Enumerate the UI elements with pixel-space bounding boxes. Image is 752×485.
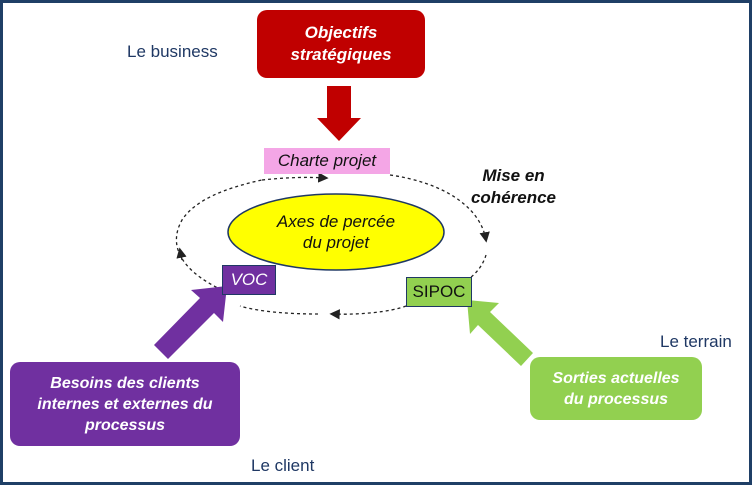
- mise-en-coherence-line2: cohérence: [470, 188, 557, 207]
- center-ellipse: [227, 193, 445, 271]
- sorties-box: Sorties actuelles du processus: [530, 357, 702, 420]
- cycle-arc-top-left: [261, 172, 329, 183]
- besoins-line2: internes et externes du: [37, 395, 213, 413]
- charte-projet-tag: Charte projet: [264, 148, 390, 174]
- sipoc-tag: SIPOC: [406, 277, 472, 307]
- center-text: Axes de percée du projet: [250, 211, 422, 253]
- cycle-arc-bottom: [419, 254, 487, 301]
- cycle-arc-left: [175, 179, 263, 291]
- cycle-arc-top-right: [389, 174, 490, 243]
- center-line2: du projet: [302, 233, 370, 252]
- besoins-line3: processus: [84, 416, 166, 434]
- besoins-line1: Besoins des clients: [50, 374, 200, 392]
- cycle-arc-bottom-3: [239, 305, 319, 315]
- voc-tag: VOC: [222, 265, 276, 295]
- purple-arrow: [154, 286, 227, 359]
- label-client: Le client: [251, 456, 315, 475]
- mise-en-coherence-line1: Mise en: [482, 166, 545, 185]
- red-arrow: [317, 86, 361, 141]
- objectifs-line2: stratégiques: [290, 45, 392, 64]
- objectifs-box: Objectifs stratégiques: [257, 10, 425, 78]
- objectifs-line1: Objectifs: [304, 23, 378, 42]
- besoins-box: Besoins des clients internes et externes…: [10, 362, 240, 446]
- sorties-line2: du processus: [563, 390, 669, 408]
- cycle-arc-bottom-2: [329, 305, 407, 320]
- green-arrow: [467, 300, 533, 366]
- sorties-line1: Sorties actuelles: [552, 369, 680, 387]
- label-terrain: Le terrain: [660, 332, 732, 351]
- label-mise-en-coherence: Mise en cohérence: [466, 165, 561, 209]
- cycle-arc-left-arrow: [176, 247, 187, 261]
- center-line1: Axes de percée: [276, 212, 396, 231]
- label-business: Le business: [127, 42, 218, 61]
